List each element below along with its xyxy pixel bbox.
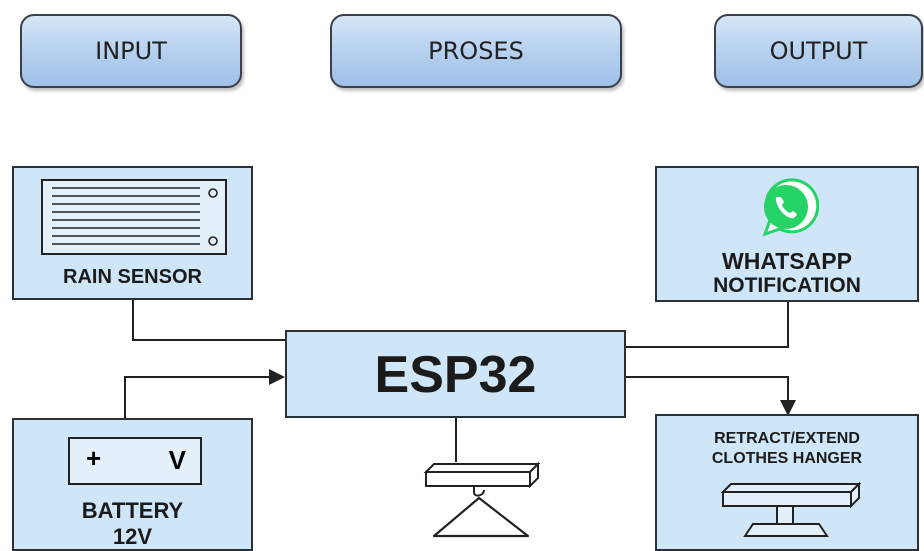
whatsapp-label-line1: WHATSAPP [722,248,852,274]
whatsapp-wire [626,302,789,348]
whatsapp-label-line2: NOTIFICATION [713,274,861,297]
rain-sensor-block: RAIN SENSOR [12,166,253,300]
whatsapp-icon [762,178,819,237]
hanger-label-line1: RETRACT/EXTEND [714,430,860,447]
battery-v-symbol: V [168,445,186,475]
input-header-label: INPUT [95,37,167,65]
rain-sensor-icon [41,179,227,255]
hanger-rail-icon [720,481,862,537]
whatsapp-block: WHATSAPP NOTIFICATION [655,166,919,302]
input-header: INPUT [20,14,242,88]
battery-icon: + V [68,437,202,485]
output-header: OUTPUT [714,14,923,88]
hanger-label-line2: CLOTHES HANGER [711,450,863,467]
esp32-block: ESP32 [285,330,626,418]
battery-block: + V BATTERY 12V [12,418,253,551]
process-header-label: PROSES [428,37,524,65]
battery-wire [124,369,285,418]
hanger-block: RETRACT/EXTEND CLOTHES HANGER [655,414,919,551]
process-header: PROSES [330,14,622,88]
output-header-label: OUTPUT [769,37,868,65]
rain-sensor-label: RAIN SENSOR [63,266,202,288]
rain-sensor-wire [132,300,285,341]
clothes-hanger-icon [423,461,541,538]
battery-label-line2: 12V [112,524,153,549]
battery-plus-symbol: + [86,443,102,473]
battery-label-line1: BATTERY [81,498,184,523]
esp32-label: ESP32 [374,346,537,404]
hanger-wire [626,376,796,416]
